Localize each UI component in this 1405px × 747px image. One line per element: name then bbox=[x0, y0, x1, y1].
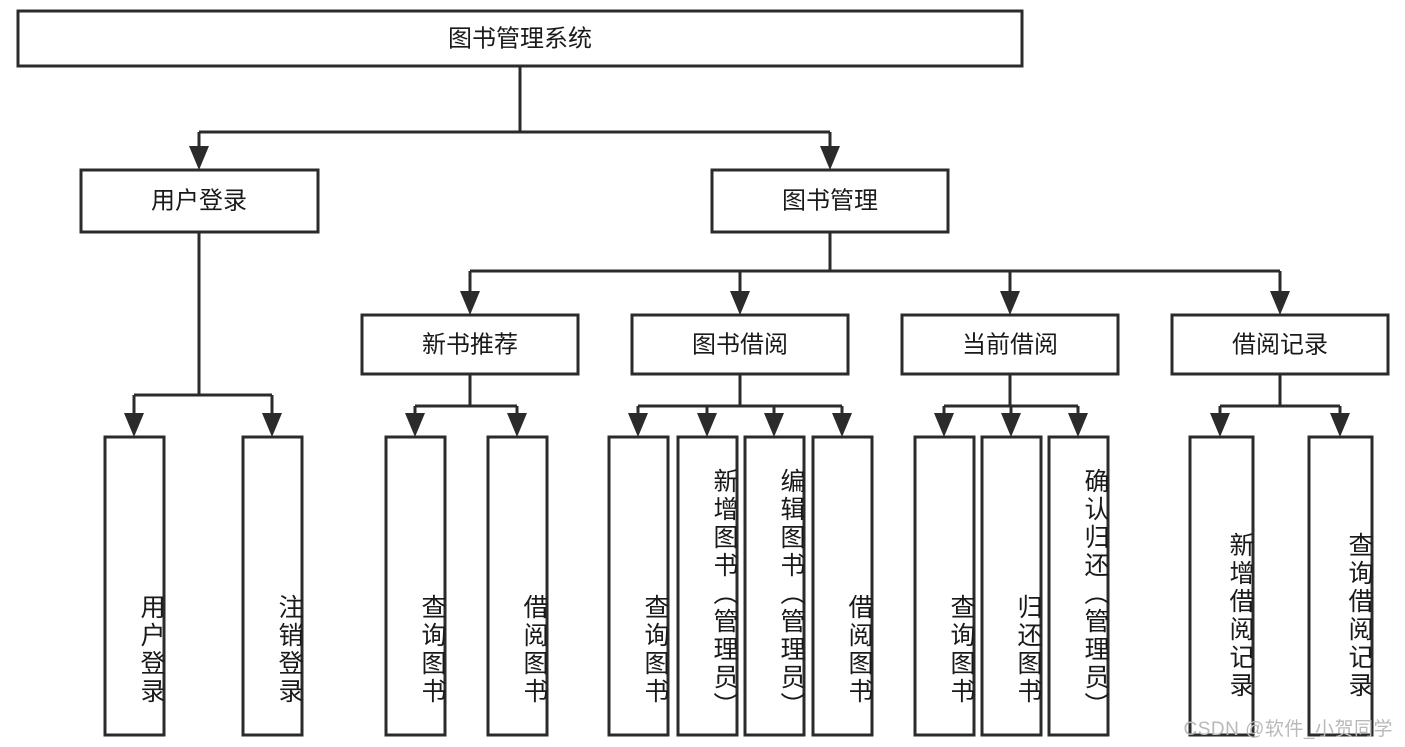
node-layer bbox=[16, 9, 1390, 737]
arrow-icon-to-book-manage bbox=[820, 146, 840, 170]
label-root-system: 图书管理系统 bbox=[448, 25, 592, 52]
node-book-manage[interactable] bbox=[710, 168, 950, 234]
leaf-box-borrow-record-1[interactable] bbox=[1307, 435, 1374, 737]
leaf-box-user-login-1[interactable] bbox=[241, 435, 304, 737]
arrow-icon-ul-leaf-1 bbox=[262, 413, 282, 437]
arrow-icon-br-leaf-0 bbox=[1210, 413, 1230, 437]
arrow-icon-nb-leaf-0 bbox=[405, 413, 425, 437]
label-new-book-recommend: 新书推荐 bbox=[422, 331, 518, 358]
label-layer: 图书管理系统 用户登录 图书管理 新书推荐 图书借阅 当前借阅 借阅记录 bbox=[151, 25, 1328, 358]
arrow-icon-bb-leaf-3 bbox=[832, 413, 852, 437]
arrow-icon-bb-leaf-0 bbox=[628, 413, 648, 437]
node-book-borrow[interactable] bbox=[630, 313, 850, 376]
leaf-box-user-login-0[interactable] bbox=[103, 435, 166, 737]
leaf-box-book-borrow-2[interactable] bbox=[743, 435, 806, 737]
leaf-box-new-book-0[interactable] bbox=[384, 435, 447, 737]
leaf-box-borrow-record-0[interactable] bbox=[1188, 435, 1255, 737]
node-user-login[interactable] bbox=[79, 168, 320, 234]
leaf-box-current-borrow-0[interactable] bbox=[913, 435, 976, 737]
leaf-box-book-borrow-3[interactable] bbox=[811, 435, 874, 737]
arrow-icon-cb-leaf-1 bbox=[1001, 413, 1021, 437]
label-current-borrow: 当前借阅 bbox=[962, 331, 1058, 358]
arrow-icon-nb-leaf-1 bbox=[507, 413, 527, 437]
arrow-icon-bb-leaf-2 bbox=[764, 413, 784, 437]
arrow-icon-ul-leaf-0 bbox=[124, 413, 144, 437]
leaf-box-book-borrow-0[interactable] bbox=[607, 435, 670, 737]
arrow-icon-cb-leaf-2 bbox=[1068, 413, 1088, 437]
arrow-icon-to-book-borrow bbox=[730, 291, 750, 315]
arrow-icon-bb-leaf-1 bbox=[697, 413, 717, 437]
leaf-box-new-book-1[interactable] bbox=[486, 435, 549, 737]
label-user-login: 用户登录 bbox=[151, 187, 247, 214]
leaf-box-current-borrow-2[interactable] bbox=[1047, 435, 1110, 737]
arrow-icon-to-borrow-record bbox=[1270, 291, 1290, 315]
watermark-text: CSDN @软件_小贺同学 bbox=[1183, 719, 1393, 740]
arrow-icon-cb-leaf-0 bbox=[934, 413, 954, 437]
arrow-icon-br-leaf-1 bbox=[1330, 413, 1350, 437]
leaf-box-book-borrow-1[interactable] bbox=[676, 435, 739, 737]
node-borrow-record[interactable] bbox=[1170, 313, 1390, 376]
label-book-borrow: 图书借阅 bbox=[692, 331, 788, 358]
node-root-system[interactable] bbox=[16, 9, 1024, 68]
arrow-icon-to-new-book bbox=[460, 291, 480, 315]
node-new-book-recommend[interactable] bbox=[360, 313, 580, 376]
label-borrow-record: 借阅记录 bbox=[1232, 331, 1328, 358]
leaf-box-current-borrow-1[interactable] bbox=[980, 435, 1043, 737]
label-book-manage: 图书管理 bbox=[782, 187, 878, 214]
arrowhead-layer bbox=[124, 146, 1350, 437]
arrow-icon-to-user-login bbox=[189, 146, 209, 170]
arrow-icon-to-current-borrow bbox=[1000, 291, 1020, 315]
node-current-borrow[interactable] bbox=[900, 313, 1120, 376]
